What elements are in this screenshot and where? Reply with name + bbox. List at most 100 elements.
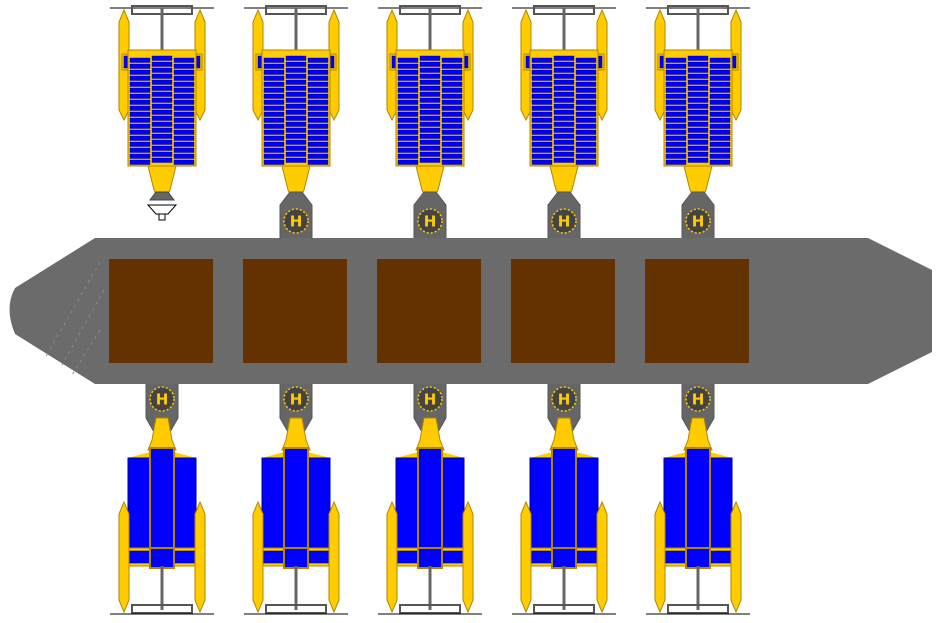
solar-panel bbox=[285, 121, 307, 127]
solar-panel bbox=[151, 103, 173, 109]
bottom-vessel: H bbox=[244, 381, 348, 615]
solar-panel bbox=[441, 135, 463, 141]
solar-panel bbox=[307, 87, 329, 93]
solar-panel bbox=[129, 87, 151, 93]
solar-panel bbox=[151, 97, 173, 103]
solar-panel bbox=[531, 99, 553, 105]
solar-panel bbox=[129, 117, 151, 123]
solar-panel bbox=[285, 127, 307, 133]
solar-panel bbox=[709, 159, 731, 165]
solar-panel bbox=[665, 105, 687, 111]
helipad: H bbox=[283, 208, 309, 234]
solar-panel bbox=[129, 111, 151, 117]
solar-panel bbox=[307, 129, 329, 135]
solar-panel bbox=[531, 75, 553, 81]
helipad-label: H bbox=[290, 390, 303, 408]
solar-panel bbox=[709, 75, 731, 81]
solar-panel bbox=[285, 79, 307, 85]
solar-panel bbox=[263, 129, 285, 135]
bottom-vessel: H bbox=[110, 381, 214, 615]
solar-panel bbox=[709, 129, 731, 135]
solar-panel bbox=[307, 141, 329, 147]
bracket-frame bbox=[533, 604, 595, 614]
spine-end bbox=[417, 547, 443, 569]
solar-panel bbox=[687, 61, 709, 67]
solar-panel bbox=[307, 159, 329, 165]
solar-panel bbox=[397, 75, 419, 81]
solar-panel bbox=[419, 151, 441, 157]
solar-panel bbox=[285, 67, 307, 73]
solar-panel bbox=[307, 57, 329, 63]
solar-panel bbox=[441, 69, 463, 75]
helipad-label: H bbox=[290, 212, 303, 230]
solar-panel bbox=[173, 99, 195, 105]
solar-panel bbox=[397, 81, 419, 87]
solar-panel bbox=[129, 123, 151, 129]
solar-panel bbox=[397, 147, 419, 153]
solar-panel bbox=[553, 97, 575, 103]
solar-panel bbox=[419, 67, 441, 73]
solar-panel bbox=[307, 93, 329, 99]
side-pontoon bbox=[386, 500, 398, 614]
cargo-bay bbox=[243, 259, 347, 363]
vessel-nose bbox=[281, 417, 311, 451]
solar-panel bbox=[575, 159, 597, 165]
solar-panel bbox=[419, 121, 441, 127]
solar-panel bbox=[687, 157, 709, 163]
side-pontoon bbox=[596, 500, 608, 614]
solar-panel bbox=[419, 55, 441, 61]
solar-panel bbox=[419, 145, 441, 151]
solar-panel bbox=[307, 147, 329, 153]
solar-panel bbox=[531, 63, 553, 69]
solar-panel bbox=[173, 147, 195, 153]
solar-panel bbox=[575, 99, 597, 105]
thruster bbox=[149, 191, 175, 201]
solar-panel bbox=[129, 93, 151, 99]
solar-panel bbox=[531, 105, 553, 111]
solar-panel bbox=[553, 109, 575, 115]
solar-panel bbox=[441, 81, 463, 87]
solar-panel bbox=[709, 69, 731, 75]
solar-panel bbox=[687, 109, 709, 115]
solar-panel bbox=[709, 153, 731, 159]
solar-panel bbox=[397, 57, 419, 63]
solar-panel bbox=[173, 111, 195, 117]
vessel-nose bbox=[549, 417, 579, 451]
solar-panel bbox=[173, 153, 195, 159]
solar-panel bbox=[419, 115, 441, 121]
solar-panel bbox=[151, 85, 173, 91]
bracket-frame bbox=[265, 604, 327, 614]
vessel-nose bbox=[415, 417, 445, 451]
solar-panel bbox=[307, 81, 329, 87]
solar-panel bbox=[285, 91, 307, 97]
solar-panel bbox=[665, 69, 687, 75]
solar-panel bbox=[285, 55, 307, 61]
helipad: H bbox=[551, 208, 577, 234]
solar-panel bbox=[307, 153, 329, 159]
solar-panel bbox=[553, 151, 575, 157]
top-vessel bbox=[110, 5, 214, 221]
side-pontoon bbox=[520, 500, 532, 614]
bracket-frame bbox=[131, 604, 193, 614]
solar-panel bbox=[531, 117, 553, 123]
solar-panel bbox=[709, 147, 731, 153]
solar-panel bbox=[709, 123, 731, 129]
cargo-bay bbox=[645, 259, 749, 363]
solar-panel bbox=[531, 147, 553, 153]
solar-panel bbox=[263, 141, 285, 147]
solar-panel bbox=[151, 91, 173, 97]
side-pontoon bbox=[730, 500, 742, 614]
solar-panel bbox=[687, 139, 709, 145]
solar-panel bbox=[665, 141, 687, 147]
solar-panel bbox=[575, 141, 597, 147]
solar-panel bbox=[173, 57, 195, 63]
solar-panel bbox=[687, 151, 709, 157]
solar-panel bbox=[129, 141, 151, 147]
solar-panel bbox=[397, 111, 419, 117]
solar-panel bbox=[709, 141, 731, 147]
helipad-label: H bbox=[156, 390, 169, 408]
solar-panel bbox=[441, 141, 463, 147]
bracket-frame bbox=[667, 604, 729, 614]
side-pontoon bbox=[118, 500, 130, 614]
